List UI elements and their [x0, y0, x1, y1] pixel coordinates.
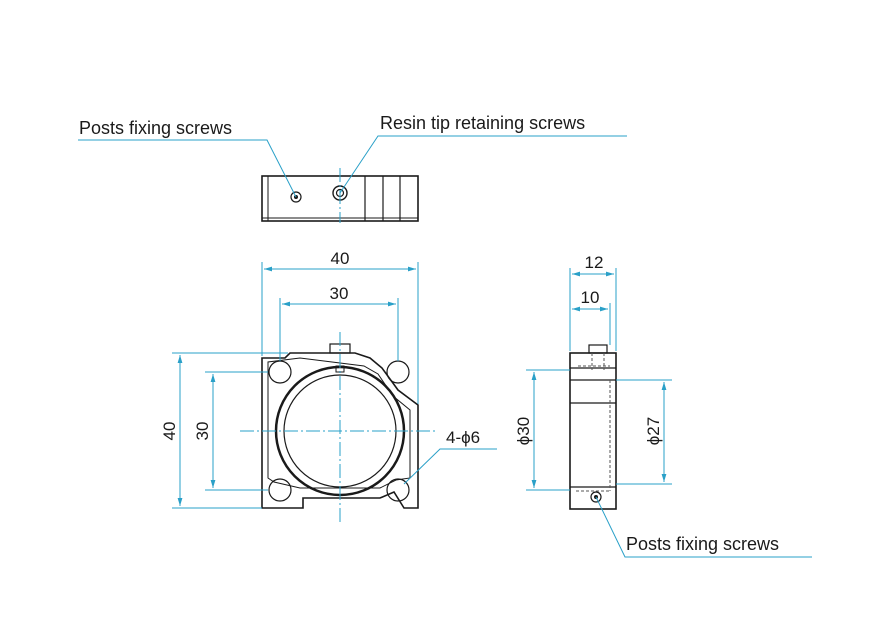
callout-top-right: Resin tip retaining screws — [339, 113, 627, 194]
dim-front-width-outer: 40 — [261, 249, 419, 404]
mount-hole-top-right-icon — [386, 360, 410, 384]
callout-bottom-right: Posts fixing screws — [595, 496, 812, 558]
callout-top-left-leader — [78, 139, 297, 198]
callout-bottom-right-leader — [595, 496, 812, 558]
dim-front-height-inner-text: 30 — [193, 422, 212, 441]
dim-side-width-inner: 10 — [572, 288, 611, 345]
callout-bottom-right-text: Posts fixing screws — [626, 534, 779, 554]
top-screw-left-icon — [290, 191, 302, 203]
dim-side-bore-right-text: ϕ27 — [644, 417, 663, 445]
side-top-screw-icon — [588, 344, 608, 354]
dim-side-width-inner-text: 10 — [581, 288, 600, 307]
dim-side-bore-left: ϕ30 — [514, 369, 570, 491]
dim-front-height-outer-text: 40 — [160, 422, 179, 441]
top-view — [261, 168, 419, 223]
dim-side-width-outer: 12 — [569, 253, 617, 351]
dim-side-bore-right: ϕ27 — [616, 379, 672, 485]
dim-side-bore-left-text: ϕ30 — [514, 417, 533, 445]
mount-hole-top-left-icon — [268, 360, 292, 384]
callout-top-right-text: Resin tip retaining screws — [380, 113, 585, 133]
dim-front-height-inner: 30 — [193, 371, 268, 491]
dim-side-width-outer-text: 12 — [585, 253, 604, 272]
side-bottom-screw-icon — [590, 491, 602, 503]
mount-hole-bottom-left-icon — [268, 478, 292, 502]
callout-top-right-leader — [339, 135, 627, 194]
side-view-body — [569, 352, 617, 510]
mount-hole-bottom-right-icon — [386, 478, 410, 502]
dim-front-width-inner-text: 30 — [330, 284, 349, 303]
front-view-body — [261, 352, 419, 509]
front-view — [240, 332, 438, 525]
callout-hole-spec: 4-ϕ6 — [403, 428, 497, 485]
dim-front-width-outer-text: 40 — [331, 249, 350, 268]
dim-front-width-inner: 30 — [279, 284, 399, 361]
callout-hole-spec-text: 4-ϕ6 — [446, 428, 480, 447]
side-view — [569, 344, 617, 510]
callout-top-left-text: Posts fixing screws — [79, 118, 232, 138]
dim-front-height-outer: 40 — [160, 352, 288, 509]
callout-top-left: Posts fixing screws — [78, 118, 297, 198]
